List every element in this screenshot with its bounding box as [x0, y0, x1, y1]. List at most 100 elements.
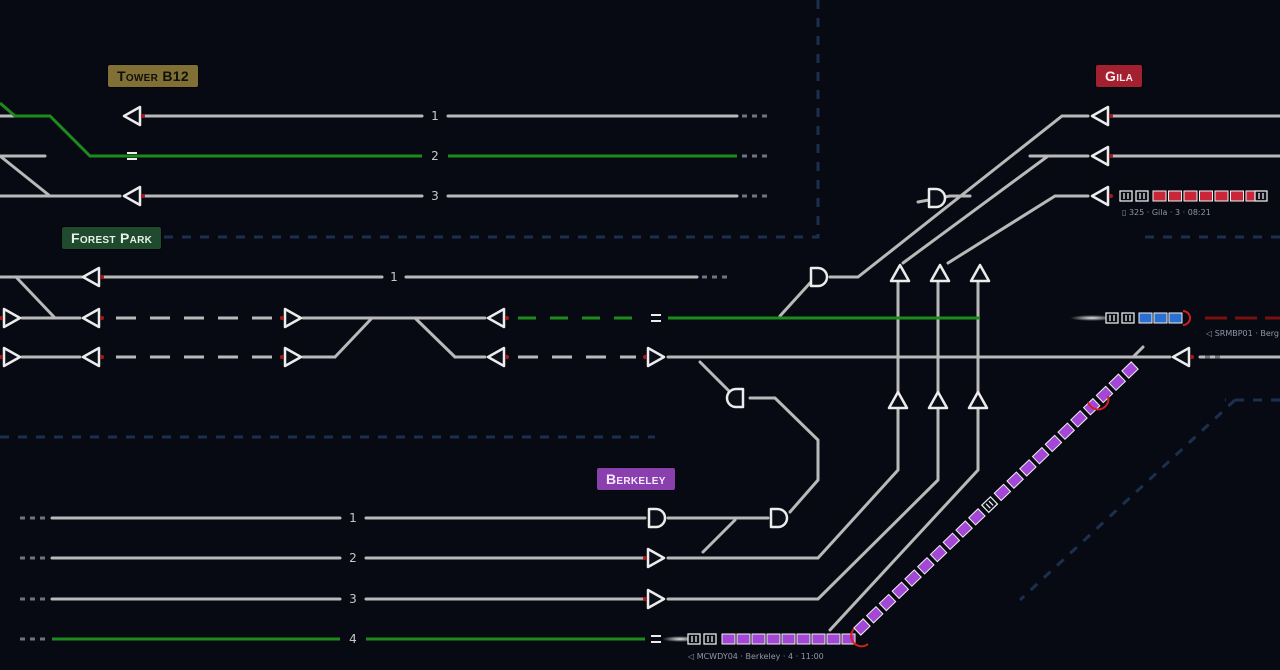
signal-d-icon[interactable] — [809, 266, 829, 288]
track-number: 2 — [431, 149, 439, 163]
signal-arrow-icon[interactable] — [969, 263, 991, 283]
red-route — [980, 315, 1280, 321]
signal-arrow-icon[interactable] — [122, 105, 142, 127]
train-car-icon[interactable] — [1168, 312, 1183, 324]
signal-stop-icon[interactable] — [651, 635, 661, 643]
locomotive[interactable] — [687, 633, 701, 645]
signal-arrow-icon[interactable] — [1090, 105, 1110, 127]
signal-d-icon[interactable] — [769, 507, 789, 529]
train-car-icon[interactable] — [1031, 446, 1050, 465]
signal-arrow-icon[interactable] — [2, 346, 22, 368]
signal-arrow-icon[interactable] — [486, 346, 506, 368]
locomotive[interactable] — [1135, 190, 1149, 202]
signal-arrow-icon[interactable] — [967, 390, 989, 410]
train-car-icon[interactable] — [1057, 422, 1076, 441]
train-car-icon[interactable] — [736, 633, 751, 645]
train-car-icon[interactable] — [1044, 434, 1063, 453]
station-label-gila[interactable]: Gila — [1096, 65, 1143, 87]
signal-d-icon[interactable] — [927, 187, 947, 209]
signal-arrow-icon[interactable] — [1171, 346, 1191, 368]
signal-arrow-icon[interactable] — [887, 390, 909, 410]
signal-arrow-icon[interactable] — [929, 263, 951, 283]
signal-lamp — [505, 316, 509, 320]
locomotive[interactable] — [1254, 190, 1268, 202]
signal-arrow-icon[interactable] — [283, 346, 303, 368]
train-car-icon[interactable] — [993, 483, 1012, 502]
train-car-icon[interactable] — [1019, 459, 1037, 477]
station-label-tower-b12[interactable]: Tower B12 — [108, 65, 198, 87]
train-car-icon[interactable] — [1153, 312, 1168, 324]
train-car-icon[interactable] — [1138, 312, 1153, 324]
signal-stop-icon[interactable] — [127, 152, 137, 160]
train-info-gila[interactable]: ▯ 325 · Gila · 3 · 08:21 — [1122, 208, 1211, 217]
train-car-icon[interactable] — [955, 520, 973, 538]
train-car-icon[interactable] — [811, 633, 826, 645]
train-car-icon[interactable] — [1121, 361, 1139, 379]
locomotive[interactable] — [1121, 312, 1135, 324]
locomotive[interactable] — [1119, 190, 1133, 202]
train-car-icon[interactable] — [916, 556, 935, 575]
signal-arrow-icon[interactable] — [283, 307, 303, 329]
train-car-icon[interactable] — [1070, 410, 1088, 428]
station-label-berkeley[interactable]: Berkeley — [597, 468, 675, 490]
signal-arrow-icon[interactable] — [486, 307, 506, 329]
train-car-icon[interactable] — [766, 633, 781, 645]
signal-d-icon[interactable] — [647, 507, 667, 529]
signal-arrow-icon[interactable] — [889, 263, 911, 283]
train-car-icon[interactable] — [904, 569, 922, 587]
train-car-icon[interactable] — [796, 633, 811, 645]
signal-d-icon[interactable] — [725, 387, 745, 409]
signal-arrow-icon[interactable] — [646, 588, 666, 610]
train-car-icon[interactable] — [826, 633, 841, 645]
train-car-icon[interactable] — [1214, 190, 1229, 202]
signal-lamp — [0, 355, 3, 359]
train-car-icon[interactable] — [1095, 385, 1114, 404]
locomotive[interactable] — [1105, 312, 1119, 324]
train-info-srmbp[interactable]: ◁ SRMBP01 · Berg — [1205, 329, 1279, 338]
train-car-icon[interactable] — [1108, 373, 1127, 392]
train-car-icon[interactable] — [929, 544, 948, 563]
train-car-icon[interactable] — [1199, 190, 1213, 202]
train-car-icon[interactable] — [878, 593, 897, 612]
trains[interactable] — [687, 190, 1268, 648]
signal-lamp — [1109, 114, 1113, 118]
signal-arrow-icon[interactable] — [646, 547, 666, 569]
signal-arrow-icon[interactable] — [81, 346, 101, 368]
signals[interactable] — [0, 105, 1194, 643]
train-tail-marker — [1087, 395, 1110, 411]
train-car-icon[interactable] — [1230, 190, 1244, 202]
train-car-icon[interactable] — [721, 633, 736, 645]
train-car-icon[interactable] — [865, 605, 884, 624]
train-car-icon[interactable] — [1152, 190, 1167, 202]
train-car-icon[interactable] — [751, 633, 766, 645]
train-car-icon[interactable] — [1168, 190, 1182, 202]
train-car-icon[interactable] — [942, 532, 961, 551]
track-numbers: 1 2 3 1 1 2 3 4 — [349, 109, 439, 646]
station-label-forest-park[interactable]: Forest Park — [62, 227, 162, 249]
signal-arrow-icon[interactable] — [646, 346, 666, 368]
signal-arrow-icon[interactable] — [927, 390, 949, 410]
signal-arrow-icon[interactable] — [81, 307, 101, 329]
signal-arrow-icon[interactable] — [2, 307, 22, 329]
signal-arrow-icon[interactable] — [1090, 145, 1110, 167]
locomotive[interactable] — [703, 633, 717, 645]
signal-lamp — [643, 355, 647, 359]
signal-arrow-icon[interactable] — [1090, 185, 1110, 207]
train-car-icon[interactable] — [967, 508, 986, 526]
signal-arrow-icon[interactable] — [81, 266, 101, 288]
train-car-icon[interactable] — [1183, 190, 1198, 202]
train-car-icon[interactable] — [781, 633, 796, 645]
locomotive[interactable] — [980, 495, 999, 514]
train-car-icon[interactable] — [841, 633, 856, 645]
tracks — [0, 114, 1280, 632]
train-car-icon[interactable] — [891, 581, 910, 600]
track-number: 4 — [349, 632, 357, 646]
signal-arrow-icon[interactable] — [122, 185, 142, 207]
track-number: 1 — [431, 109, 439, 123]
train-info-mcwdy[interactable]: ◁ MCWDY04 · Berkeley · 4 · 11:00 — [687, 652, 824, 661]
signal-stop-icon[interactable] — [651, 314, 661, 322]
train-car-icon[interactable] — [853, 618, 871, 636]
train-car-icon[interactable] — [1006, 471, 1025, 489]
